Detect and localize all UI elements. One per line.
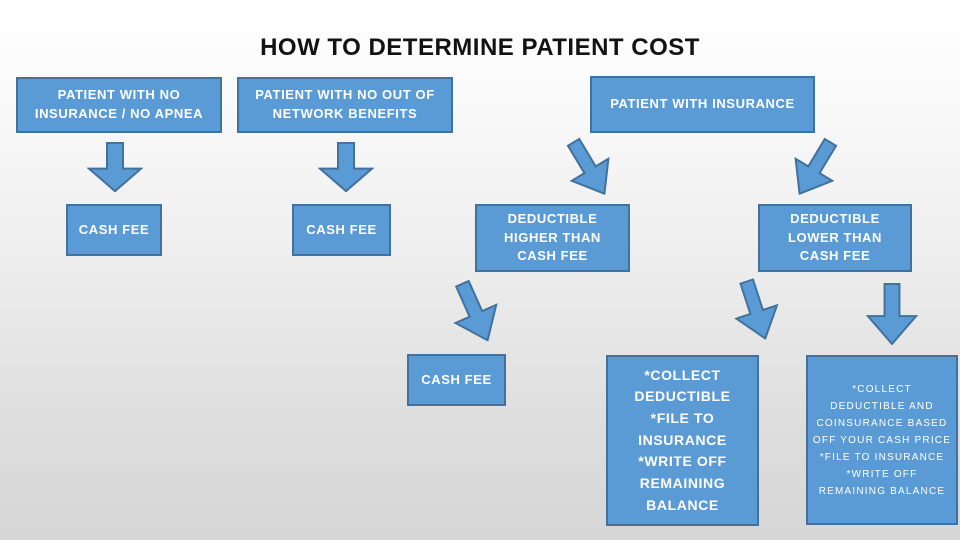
down-right-arrow-insurance-to-deductible-lower-icon [779,130,850,207]
down-left-arrow-insurance-to-deductible-higher-icon [553,130,624,207]
down-arrow-no-oon-to-cash-fee-icon [318,142,374,192]
down-arrow-no-insurance-to-cash-fee-icon [87,142,143,192]
node-deductible-higher-than-cash-fee: DEDUCTIBLE HIGHER THAN CASH FEE [475,204,630,272]
page-title: HOW TO DETERMINE PATIENT COST [260,34,700,61]
down-left-arrow-deductible-lower-to-collect-icon [725,273,788,346]
node-cash-fee-3: CASH FEE [407,354,506,406]
node-collect-deductible: *COLLECT DEDUCTIBLE *FILE TO INSURANCE *… [606,355,759,526]
down-arrow-deductible-lower-to-collect-coinsurance-icon [866,283,918,345]
node-cash-fee-2: CASH FEE [292,204,391,256]
down-left-arrow-deductible-higher-to-cash-fee-icon [440,273,510,351]
node-cash-fee-1: CASH FEE [66,204,162,256]
node-deductible-lower-than-cash-fee: DEDUCTIBLE LOWER THAN CASH FEE [758,204,912,272]
node-patient-no-insurance: PATIENT WITH NO INSURANCE / NO APNEA [16,77,222,133]
node-collect-deductible-and-coinsurance: *COLLECT DEDUCTIBLE AND COINSURANCE BASE… [806,355,958,525]
node-patient-with-insurance: PATIENT WITH INSURANCE [590,76,815,133]
node-patient-no-out-of-network-benefits: PATIENT WITH NO OUT OF NETWORK BENEFITS [237,77,453,133]
